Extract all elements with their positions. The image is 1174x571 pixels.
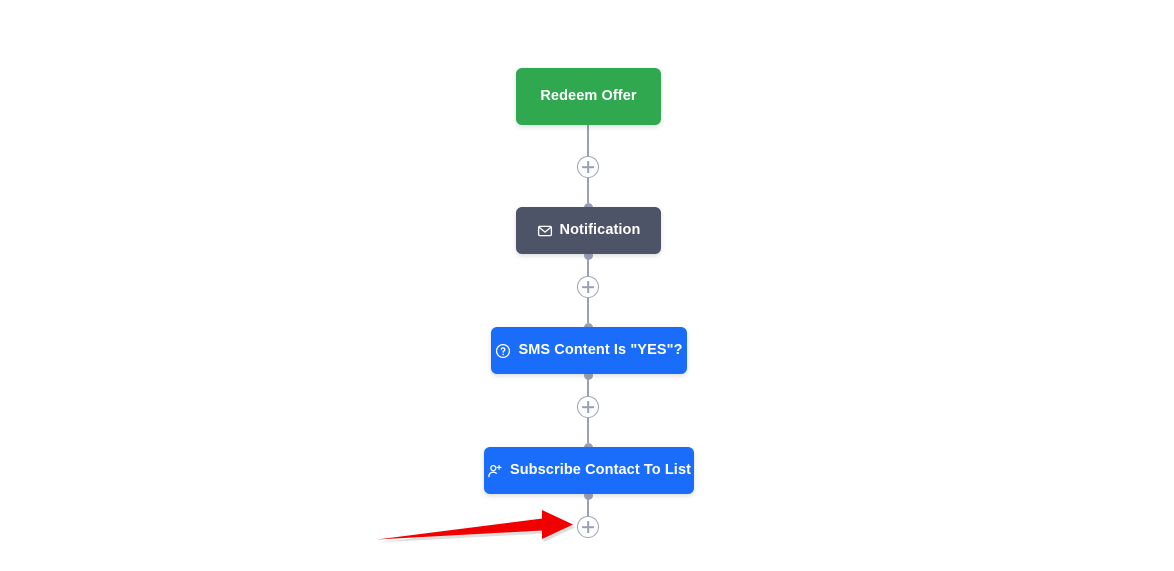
connector-line-2b — [587, 298, 589, 323]
connector-line-1 — [587, 125, 589, 156]
add-step-button-4[interactable] — [577, 516, 599, 538]
workflow-node-sms-content-is-yes[interactable]: SMS Content Is "YES"? — [491, 327, 687, 374]
connector-line-4 — [587, 494, 589, 516]
add-step-button-3[interactable] — [577, 396, 599, 418]
connector-line-3 — [587, 374, 589, 396]
add-step-button-1[interactable] — [577, 156, 599, 178]
node-label: Notification — [559, 222, 641, 239]
node-label: SMS Content Is "YES"? — [518, 342, 683, 359]
workflow-node-subscribe-contact-to-list[interactable]: Subscribe Contact To List — [484, 447, 694, 494]
workflow-node-redeem-offer[interactable]: Redeem Offer — [516, 68, 661, 125]
add-step-button-2[interactable] — [577, 276, 599, 298]
node-label: Subscribe Contact To List — [509, 462, 692, 479]
workflow-node-notification[interactable]: Notification — [516, 207, 661, 254]
connector-line-1b — [587, 178, 589, 203]
question-circle-icon — [495, 343, 511, 359]
user-add-icon — [487, 463, 503, 479]
connector-line-2 — [587, 254, 589, 276]
connector-line-3b — [587, 418, 589, 443]
envelope-icon — [537, 223, 553, 239]
node-label: Redeem Offer — [540, 88, 637, 105]
